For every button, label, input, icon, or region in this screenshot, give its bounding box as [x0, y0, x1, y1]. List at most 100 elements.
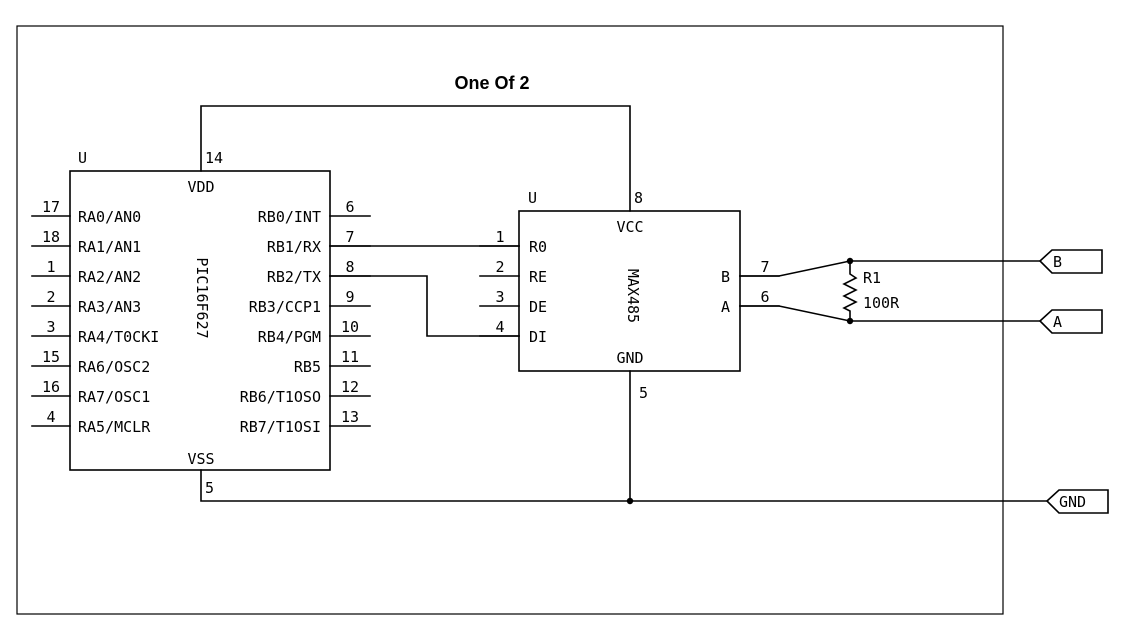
pic-ref: U [78, 149, 87, 167]
diagram-title: One Of 2 [454, 73, 529, 93]
wire-gnd-net [200, 469, 1048, 502]
max-left-pin-name: DI [529, 328, 547, 346]
max-left-pin-number: 1 [495, 228, 504, 246]
pic16f627-ic: U VDD VSS 14 5 PIC16F627 17RA0/AN018RA1/… [31, 149, 371, 497]
wire-a-net [739, 305, 1041, 322]
max-left-pin-number: 3 [495, 288, 504, 306]
pic-left-pin-name: RA0/AN0 [78, 208, 141, 226]
port-a-label: A [1053, 313, 1062, 331]
pic-left-pin-number: 1 [46, 258, 55, 276]
resistor-r1: R1 100R [842, 260, 900, 322]
max-left-pin: 2RE [479, 258, 547, 286]
pic-left-pin-number: 2 [46, 288, 55, 306]
pic-left-pin-name: RA2/AN2 [78, 268, 141, 286]
port-gnd: GND [1045, 489, 1109, 514]
pic-vdd-pin: 14 [205, 149, 223, 167]
port-gnd-label: GND [1059, 493, 1086, 511]
max-vcc-label: VCC [616, 218, 643, 236]
pic-left-pin-number: 17 [42, 198, 60, 216]
pic-left-pins: 17RA0/AN018RA1/AN11RA2/AN22RA3/AN33RA4/T… [31, 198, 159, 436]
pic-left-pin-name: RA1/AN1 [78, 238, 141, 256]
wire-tx-to-di [329, 275, 520, 337]
port-b: B [1038, 249, 1103, 274]
port-b-label: B [1053, 253, 1062, 271]
pic-right-pin-number: 7 [345, 228, 354, 246]
pic-right-pin-number: 10 [341, 318, 359, 336]
junction-gnd [626, 497, 634, 505]
pic-left-pin-name: RA6/OSC2 [78, 358, 150, 376]
port-b-flag [1038, 249, 1103, 274]
max-left-pin: 3DE [479, 288, 547, 316]
max-right-pin-name: B [721, 268, 730, 286]
max-ref: U [528, 189, 537, 207]
max-left-pin-name: RE [529, 268, 547, 286]
max-left-pin-number: 4 [495, 318, 504, 336]
pic-right-pin-number: 11 [341, 348, 359, 366]
pic-right-pin-name: RB7/T1OSI [240, 418, 321, 436]
pic-left-pin-name: RA7/OSC1 [78, 388, 150, 406]
pic-left-pin-number: 3 [46, 318, 55, 336]
pic-right-pin-number: 8 [345, 258, 354, 276]
resistor-r1-ref: R1 [863, 269, 881, 287]
max-left-pin-name: R0 [529, 238, 547, 256]
sheet-border [16, 25, 1004, 615]
max-left-pin-number: 2 [495, 258, 504, 276]
resistor-r1-symbol [842, 260, 858, 322]
pic-left-pin-number: 15 [42, 348, 60, 366]
pic-right-pin-name: RB4/PGM [258, 328, 321, 346]
pic-right-pin-number: 13 [341, 408, 359, 426]
pic-vdd-label: VDD [187, 178, 214, 196]
pic-vss-pin: 5 [205, 479, 214, 497]
max-right-pin-number: 6 [760, 288, 769, 306]
max-right-pin-name: A [721, 298, 730, 316]
pic-left-pin-name: RA3/AN3 [78, 298, 141, 316]
pic-left-pin-number: 4 [46, 408, 55, 426]
pic-right-pin-name: RB6/T1OSO [240, 388, 321, 406]
max-vcc-pin: 8 [634, 189, 643, 207]
pic-body [69, 170, 331, 471]
wire-vcc-net [200, 105, 631, 212]
port-gnd-flag [1045, 489, 1109, 514]
max-left-pin-name: DE [529, 298, 547, 316]
port-a: A [1038, 309, 1103, 334]
wires [200, 105, 1048, 505]
pic-part-name: PIC16F627 [193, 257, 211, 338]
wire-b-net [739, 260, 1041, 277]
pic-right-pin-number: 12 [341, 378, 359, 396]
pic-right-pin-name: RB3/CCP1 [249, 298, 321, 316]
pic-right-pin-name: RB0/INT [258, 208, 321, 226]
pic-left-pin-number: 18 [42, 228, 60, 246]
pic-left-pin-name: RA5/MCLR [78, 418, 151, 436]
max-right-pin-number: 7 [760, 258, 769, 276]
pic-right-pin-number: 6 [345, 198, 354, 216]
max-gnd-pin: 5 [639, 384, 648, 402]
max-gnd-label: GND [616, 349, 643, 367]
port-a-flag [1038, 309, 1103, 334]
resistor-r1-value: 100R [863, 294, 900, 312]
pic-right-pin-name: RB2/TX [267, 268, 321, 286]
pic-vss-label: VSS [187, 450, 214, 468]
pic-right-pin-name: RB5 [294, 358, 321, 376]
pic-left-pin-number: 16 [42, 378, 60, 396]
pic-right-pin-name: RB1/RX [267, 238, 321, 256]
pic-left-pin-name: RA4/T0CKI [78, 328, 159, 346]
max-part-name: MAX485 [624, 269, 642, 323]
pic-right-pin-number: 9 [345, 288, 354, 306]
